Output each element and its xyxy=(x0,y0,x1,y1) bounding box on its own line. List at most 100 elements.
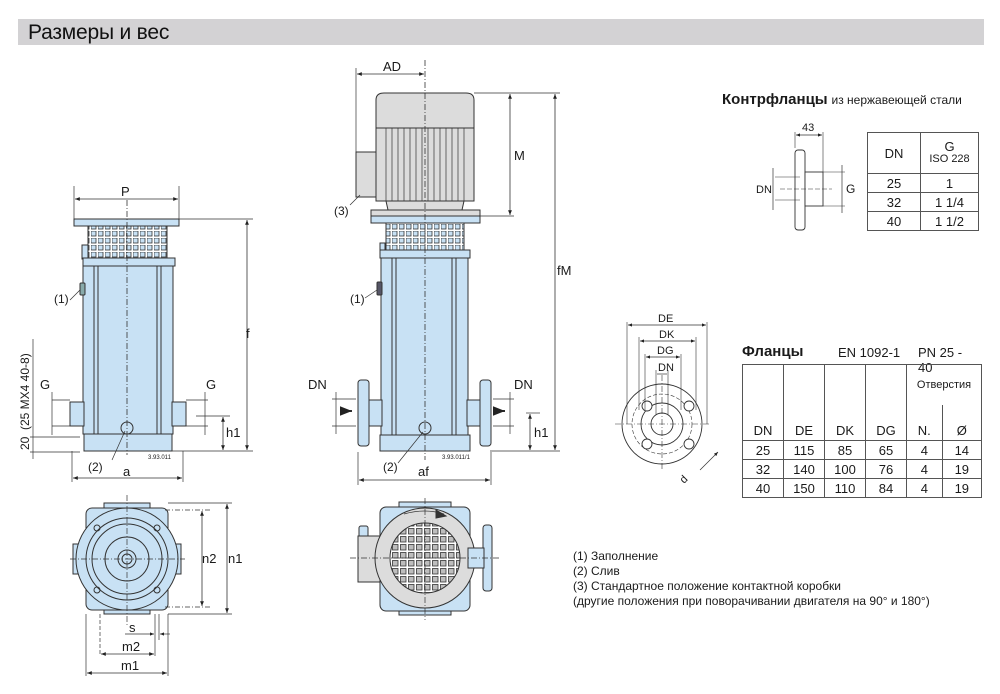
flanges-heading: Фланцы EN 1092-1 PN 25 - 40 xyxy=(742,343,980,375)
dim-h1: h1 xyxy=(226,425,240,440)
dim-dn-left: DN xyxy=(308,377,327,392)
dim-dk: DK xyxy=(659,329,675,341)
header-g-std: ISO 228 xyxy=(929,153,970,165)
dim-g-cf: G xyxy=(846,182,855,196)
dim-m1: m1 xyxy=(121,658,139,673)
counterflanges-subtitle: из нержавеющей стали xyxy=(831,93,962,107)
header-de: DE xyxy=(783,364,825,441)
dim-dn-flange: DN xyxy=(658,362,674,374)
cell: 14 xyxy=(941,440,983,460)
flanges-standard: EN 1092-1 xyxy=(838,345,901,360)
dim-ad: AD xyxy=(383,59,401,74)
dim-base-20: 20 xyxy=(18,436,32,450)
dim-m2: m2 xyxy=(122,639,140,654)
dim-af: af xyxy=(418,464,429,479)
cell: 85 xyxy=(824,440,866,460)
table-row: 40 150 110 84 4 19 xyxy=(742,478,983,498)
cell-g: 1 1/4 xyxy=(920,192,979,212)
dim-a: a xyxy=(123,464,131,479)
cell-dn: 25 xyxy=(867,173,921,193)
cell-g: 1 xyxy=(920,173,979,193)
label-terminal-box: (3) xyxy=(334,204,349,218)
table-row: 32 140 100 76 4 19 xyxy=(742,459,983,479)
flange-drawing xyxy=(615,322,719,471)
header-g-label: G xyxy=(944,139,955,154)
dim-n2: n2 xyxy=(202,551,216,566)
cell: 84 xyxy=(865,478,907,498)
cell: 110 xyxy=(824,478,866,498)
cell: 40 xyxy=(742,478,784,498)
cell: 100 xyxy=(824,459,866,479)
cell: 25 xyxy=(742,440,784,460)
counterflanges-title: Контрфланцы xyxy=(722,91,828,108)
dim-s: s xyxy=(129,620,136,635)
cell: 65 xyxy=(865,440,907,460)
cell-g: 1 1/2 xyxy=(920,211,979,231)
label-fill-motor: (1) xyxy=(350,292,365,306)
cell: 150 xyxy=(783,478,825,498)
cell: 4 xyxy=(906,478,943,498)
header-n: N. xyxy=(906,404,943,441)
cell: 4 xyxy=(906,459,943,479)
header-dk: DK xyxy=(824,364,866,441)
dim-dg: DG xyxy=(657,345,674,357)
table-row: 25 1 xyxy=(867,173,979,193)
dim-n1: n1 xyxy=(228,551,242,566)
header-holes: Отверстия xyxy=(906,364,982,405)
pump-front-view xyxy=(30,186,253,482)
counterflange-labels: 43 DN G xyxy=(756,122,855,196)
table-row: 32 1 1/4 xyxy=(867,192,979,212)
dim-h1-motor: h1 xyxy=(534,425,548,440)
table-row: 40 1 1/2 xyxy=(867,211,979,231)
vertical-note: (25 MX4 40-8) xyxy=(18,353,32,430)
dim-dn-right: DN xyxy=(514,377,533,392)
pump-motor-view xyxy=(332,60,560,485)
label-drain: (2) xyxy=(88,460,103,474)
pump-bottom-view xyxy=(70,495,232,676)
dim-g-left: G xyxy=(40,377,50,392)
flanges-title: Фланцы xyxy=(742,343,804,360)
dim-g-right: G xyxy=(206,377,216,392)
dim-d: d xyxy=(678,473,691,486)
counterflanges-heading: Контрфланцы из нержавеющей стали xyxy=(722,91,962,108)
legend-item-note: (другие положения при поворачивании двиг… xyxy=(573,594,930,608)
pump-bottom-labels: n2 n1 s m2 m1 xyxy=(121,551,242,673)
dim-43: 43 xyxy=(802,122,814,134)
drawing-code-motor: 3.93.011/1 xyxy=(442,455,471,461)
cell: 140 xyxy=(783,459,825,479)
dim-de: DE xyxy=(658,313,673,325)
flange-drawing-labels: DE DK DG DN d xyxy=(657,313,690,486)
label-drain-motor: (2) xyxy=(383,460,398,474)
header-dn: DN xyxy=(867,132,921,174)
dim-m: M xyxy=(514,148,525,163)
cell: 4 xyxy=(906,440,943,460)
header-g: G ISO 228 xyxy=(920,132,979,174)
table-row: 25 115 85 65 4 14 xyxy=(742,440,983,460)
cell: 19 xyxy=(941,459,983,479)
header-dn: DN xyxy=(742,364,784,441)
cell: 19 xyxy=(941,478,983,498)
cell: 76 xyxy=(865,459,907,479)
legend-item-drain: (2) Слив xyxy=(573,564,620,578)
cell-dn: 32 xyxy=(867,192,921,212)
dim-dn-cf: DN xyxy=(756,184,772,196)
dim-f: f xyxy=(246,326,250,341)
dim-fm: fM xyxy=(557,263,571,278)
counterflanges-table: DN G ISO 228 25 1 32 1 1/4 40 1 1/2 xyxy=(867,132,979,231)
legend-item-fill: (1) Заполнение xyxy=(573,549,659,563)
dim-p: P xyxy=(121,184,130,199)
pump-motor-bottom-view xyxy=(350,498,500,620)
pump-front-labels: P f G G h1 a (1) (2) 3.93.011 20 (25 MX4… xyxy=(18,184,250,479)
counterflange-drawing xyxy=(772,132,845,231)
flanges-table: DN DE DK DG Отверстия N. Ø 25 115 85 65 … xyxy=(742,364,983,498)
header-diameter: Ø xyxy=(941,404,983,441)
cell-dn: 40 xyxy=(867,211,921,231)
header-dg: DG xyxy=(865,364,907,441)
section-title-bar: Размеры и вес xyxy=(18,19,984,45)
cell: 32 xyxy=(742,459,784,479)
legend: (1) Заполнение (2) Слив (3) Стандартное … xyxy=(573,549,930,609)
pump-motor-labels: AD M fM DN DN h1 af (3) (1) (2) 3.93.011… xyxy=(308,59,571,479)
legend-item-terminal-box: (3) Стандартное положение контактной кор… xyxy=(573,579,842,593)
label-fill: (1) xyxy=(54,292,69,306)
